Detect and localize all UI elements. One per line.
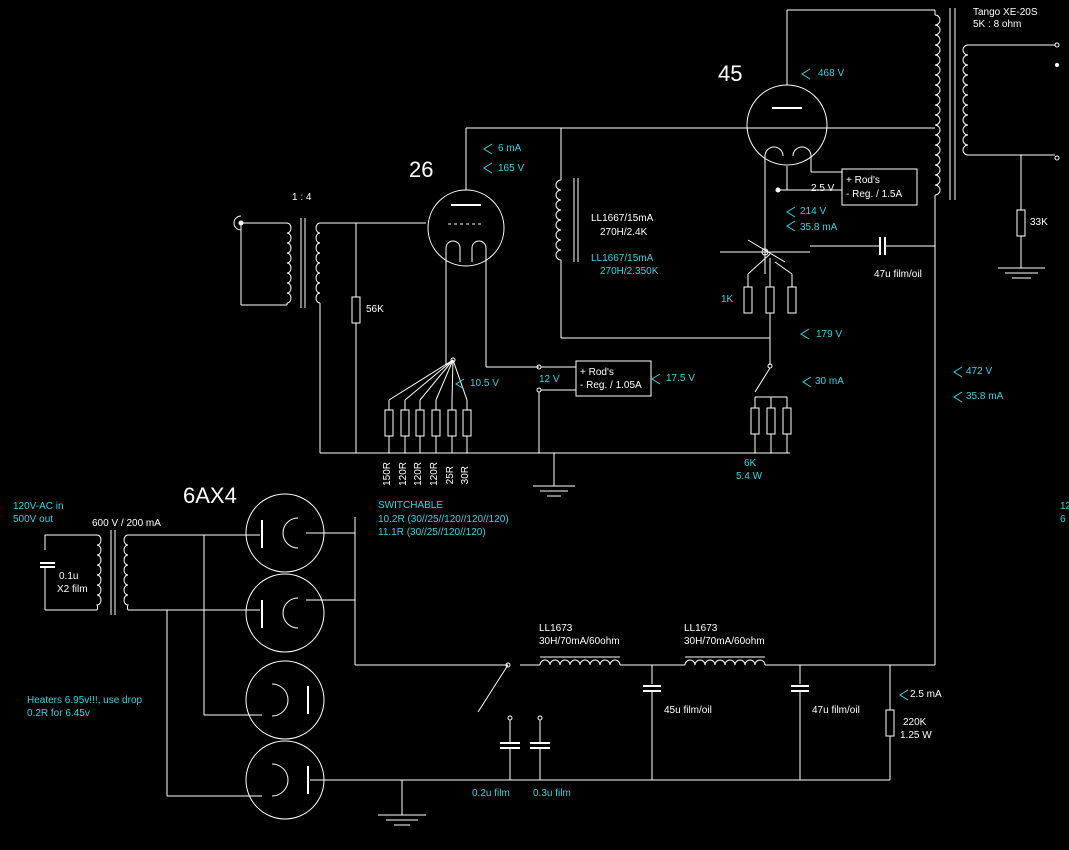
regulator-1 [537,361,651,453]
reading-arrows [456,69,962,700]
switchable-line-1: 10.2R (30//25//120//120//120) [378,514,509,525]
output-transformer-ratio: 5K : 8 ohm [973,19,1022,30]
cathode-26-switch [389,358,467,410]
tube-6ax4-label: 6AX4 [183,483,237,508]
reading-165v: 165 V [498,163,525,174]
grid-resistor [352,223,360,453]
heater-note-1: Heaters 6.95v!!!, use drop [27,695,143,706]
plate-choke-2-spec: 270H/2.350K [600,266,659,277]
cathode-26-r1: 150R [382,462,393,486]
coupling-cap-label: 47u film/oil [874,269,922,280]
tube-26-label: 26 [409,157,434,182]
regulator-1-plus: + Rod's [580,367,614,378]
bias-45-network [720,205,810,365]
cathode-45-power: 5.4 W [736,471,763,482]
psu-filter [310,657,935,825]
bleeder-resistor-value: 220K [903,717,927,728]
mains-output-label: 500V out [13,514,54,525]
reading-179v: 179 V [816,329,843,340]
psu-choke-1-spec: 30H/70mA/60ohm [539,636,620,647]
plate-choke-2-name: LL1667/15mA [591,253,654,264]
reading-6ma: 6 mA [498,143,522,154]
reading-2-5v: 2.5 V [811,183,835,194]
output-load-resistor-value: 33K [1030,217,1048,228]
heater-note-2: 0.2R for 6.45v [27,708,90,719]
psu-choke-2-name: LL1673 [684,623,718,634]
psu-cap-47u-label: 47u film/oil [812,705,860,716]
reading-17-5v: 17.5 V [666,373,695,384]
psu-choke-2-spec: 30H/70mA/60ohm [684,636,765,647]
output-transformer-name: Tango XE-20S [973,7,1038,18]
x2-cap-value: 0.1u [59,571,79,582]
switchable-line-2: 11.1R (30//25//120//120) [378,527,486,538]
psu-transformer [40,530,260,796]
bleeder-resistor-power: 1.25 W [900,730,932,741]
x2-cap-type: X2 film [57,584,88,595]
reading-472v: 472 V [966,366,993,377]
snubber-0-2u-label: 0.2u film [472,788,510,799]
cathode-45-bank [751,364,791,453]
regulator-2 [842,169,917,205]
psu-choke-1-name: LL1673 [539,623,573,634]
cathode-26-r5: 25R [445,466,456,485]
reading-2-5ma: 2.5 mA [910,689,942,700]
input-transformer-ratio: 1 : 4 [292,192,312,203]
cathode-26-resistors [385,410,471,453]
plate-choke [556,128,770,338]
cathode-26-r2: 120R [398,462,409,486]
output-transformer [935,8,1059,665]
tube-26 [428,128,539,367]
cathode-26-r6: 30R [460,466,471,485]
reading-468v: 468 V [818,68,845,79]
grid-resistor-value: 56K [366,304,384,315]
bias-45-resistor-value: 1K [721,294,734,305]
edge-text-1: 12 [1060,501,1069,512]
input-transformer [287,218,426,453]
cathode-26-r3: 120R [413,462,424,486]
reading-30ma: 30 mA [815,376,844,387]
regulator-1-minus: - Reg. / 1.05A [580,380,642,391]
regulator-2-plus: + Rod's [846,175,880,186]
reading-35-8ma-b: 35.8 mA [966,391,1004,402]
reading-10-5v: 10.5 V [470,378,499,389]
psu-secondary-label: 600 V / 200 mA [92,518,161,529]
tube-45-label: 45 [718,61,743,86]
reading-12v: 12 V [539,374,560,385]
psu-cap-45u-label: 45u film/oil [664,705,712,716]
rectifier-6ax4 [167,494,508,819]
input-jack [234,216,287,305]
regulator-2-minus: - Reg. / 1.5A [846,189,903,200]
cathode-45-value: 6K [744,458,757,469]
mains-input-label: 120V-AC in [13,501,64,512]
coupling-capacitor [810,237,935,255]
ground-symbol-1 [533,453,575,496]
cathode-26-r4: 120R [429,462,440,486]
reading-214v: 214 V [800,206,827,217]
plate-choke-1-name: LL1667/15mA [591,213,654,224]
snubber-0-3u-label: 0.3u film [533,788,571,799]
switchable-title: SWITCHABLE [378,500,444,511]
reading-35-8ma-a: 35.8 mA [800,222,838,233]
edge-text-2: 6 [1060,514,1066,525]
plate-choke-1-spec: 270H/2.4K [600,227,648,238]
